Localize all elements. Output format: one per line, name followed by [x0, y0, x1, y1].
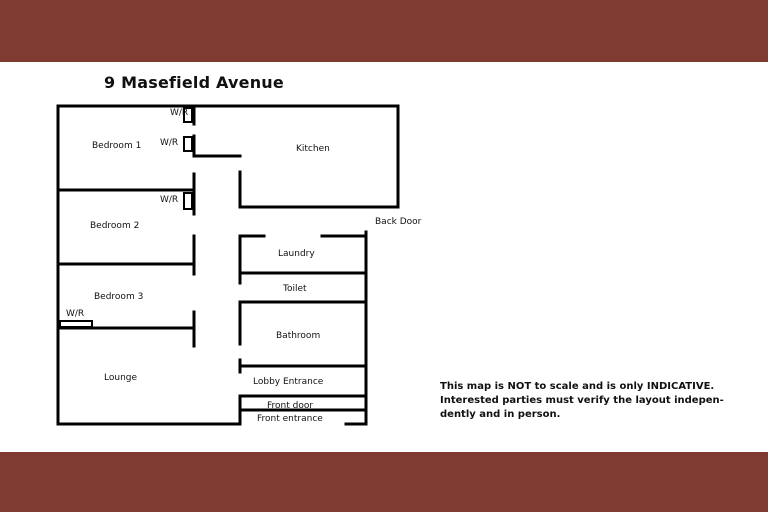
- disclaimer-line-3: dently and in person.: [440, 409, 561, 420]
- wardrobe-label-2: W/R: [160, 138, 179, 148]
- disclaimer-line-2: Interested parties must verify the layou…: [440, 395, 724, 406]
- room-bathroom: Bathroom: [276, 331, 321, 341]
- room-bedroom-1: Bedroom 1: [92, 141, 142, 151]
- room-bedroom-2: Bedroom 2: [90, 221, 140, 231]
- top-banner: [0, 0, 768, 62]
- room-kitchen: Kitchen: [296, 144, 330, 154]
- wardrobe-label-3: W/R: [160, 195, 179, 205]
- disclaimer-note: This map is NOT to scale and is only IND…: [440, 380, 730, 422]
- front-entrance-label: Front entrance: [257, 414, 323, 424]
- floorplan-title: 9 Masefield Avenue: [104, 73, 284, 92]
- room-lobby-entrance: Lobby Entrance: [253, 377, 324, 387]
- wardrobe-label-4: W/R: [66, 309, 85, 319]
- room-lounge: Lounge: [104, 373, 138, 383]
- disclaimer-line-1: This map is NOT to scale and is only IND…: [440, 381, 715, 392]
- bottom-banner: [0, 452, 768, 512]
- front-door-label: Front door: [267, 401, 314, 411]
- room-laundry: Laundry: [278, 249, 315, 259]
- back-door-label: Back Door: [375, 217, 422, 227]
- wardrobe-label-1: W/R: [170, 108, 189, 118]
- room-toilet: Toilet: [283, 284, 307, 294]
- room-bedroom-3: Bedroom 3: [94, 292, 144, 302]
